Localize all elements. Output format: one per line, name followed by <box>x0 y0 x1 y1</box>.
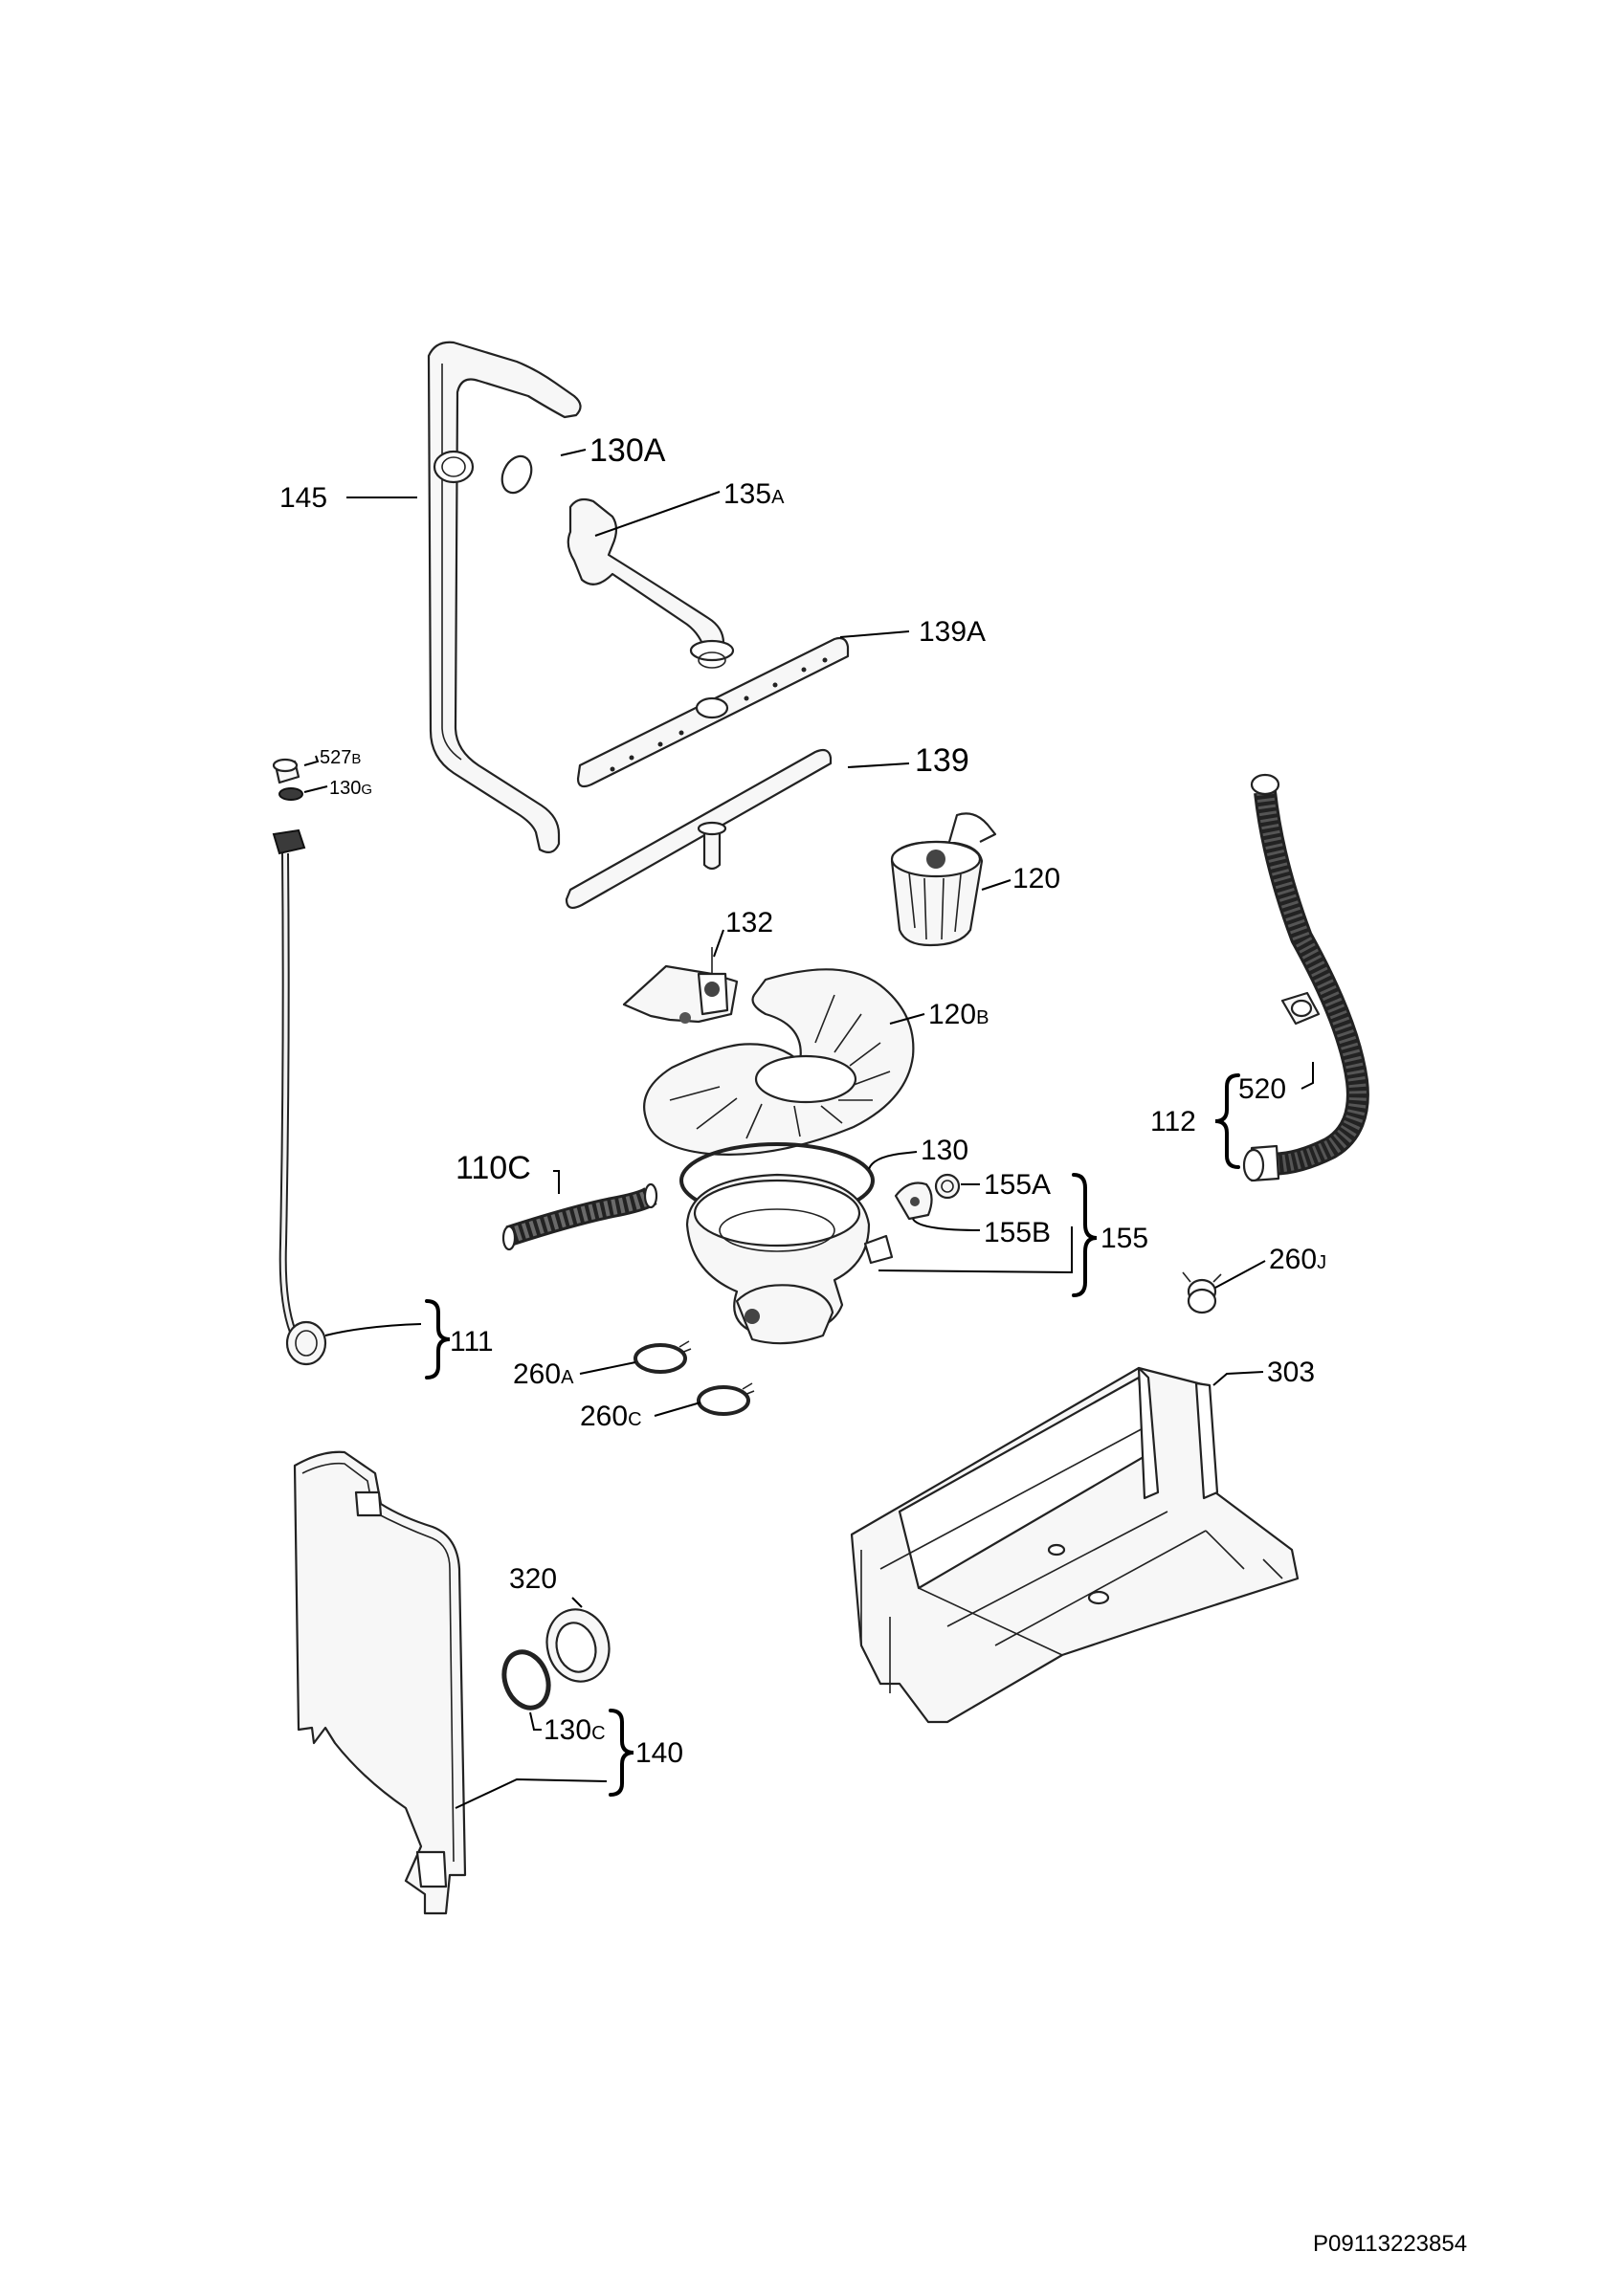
label-111: 111 <box>450 1326 494 1358</box>
part-120b-filter-plate <box>643 968 915 1156</box>
part-120-filter <box>890 812 997 947</box>
part-130a-o-ring <box>500 454 533 495</box>
part-112-drain-hose <box>1242 773 1369 1182</box>
part-155a-grommet <box>934 1173 961 1200</box>
sump-pump-assembly <box>685 1173 894 1345</box>
part-139-lower-spray-arm <box>565 748 833 910</box>
part-130g-seal <box>278 787 303 801</box>
part-260a-hose-clamp <box>634 1340 692 1374</box>
label-155: 155 <box>1101 1223 1148 1254</box>
part-130c-o-ring <box>501 1649 551 1711</box>
brace-112 <box>1214 1073 1240 1169</box>
label-260j: 260J <box>1269 1244 1326 1275</box>
part-303-base <box>850 1366 1300 1724</box>
label-130a: 130A <box>589 432 666 469</box>
part-140-side-panel <box>293 1450 467 1915</box>
part-111-hose <box>272 828 327 1366</box>
part-145-spray-pipe <box>427 341 582 854</box>
label-260c: 260C <box>580 1401 642 1432</box>
callout-labels: 145 130A 135A 139A 139 527B 130G 120 132… <box>279 432 1326 1769</box>
label-135a: 135A <box>723 478 785 510</box>
label-130: 130 <box>921 1135 968 1166</box>
label-145: 145 <box>279 482 327 514</box>
part-260c-hose-clamp <box>697 1382 755 1416</box>
part-155b-clamp <box>894 1181 933 1221</box>
brace-111 <box>425 1299 451 1380</box>
label-260a: 260A <box>513 1358 574 1390</box>
label-130c: 130C <box>544 1714 606 1746</box>
grouping-braces <box>425 1073 1240 1797</box>
part-110c-corrugated-hose <box>501 1182 658 1251</box>
document-id: P09113223854 <box>1313 2231 1468 2257</box>
brace-155 <box>1072 1173 1098 1297</box>
label-139: 139 <box>915 742 969 779</box>
part-132-sensor <box>622 947 739 1024</box>
label-130g: 130G <box>329 778 372 799</box>
label-132: 132 <box>725 907 773 938</box>
part-320-seal <box>545 1608 611 1683</box>
part-139a-upper-spray-arm <box>576 636 850 788</box>
brace-140 <box>609 1709 634 1797</box>
label-155b: 155B <box>984 1217 1051 1248</box>
part-135a-arm-feed <box>567 497 735 669</box>
label-120: 120 <box>1012 863 1060 894</box>
label-139a: 139A <box>919 616 986 648</box>
label-155a: 155A <box>984 1169 1051 1201</box>
label-112: 112 <box>1150 1106 1196 1137</box>
label-303: 303 <box>1267 1357 1315 1388</box>
label-320: 320 <box>509 1563 557 1595</box>
label-520: 520 <box>1238 1073 1286 1105</box>
part-520-clip <box>1280 991 1321 1026</box>
part-260j-clamp <box>1182 1271 1222 1314</box>
leader-lines <box>303 449 1314 1809</box>
label-110c: 110C <box>456 1150 531 1186</box>
part-527b-cap <box>272 758 300 784</box>
label-527b: 527B <box>320 747 361 768</box>
label-140: 140 <box>635 1737 683 1769</box>
label-120b: 120B <box>928 999 989 1030</box>
